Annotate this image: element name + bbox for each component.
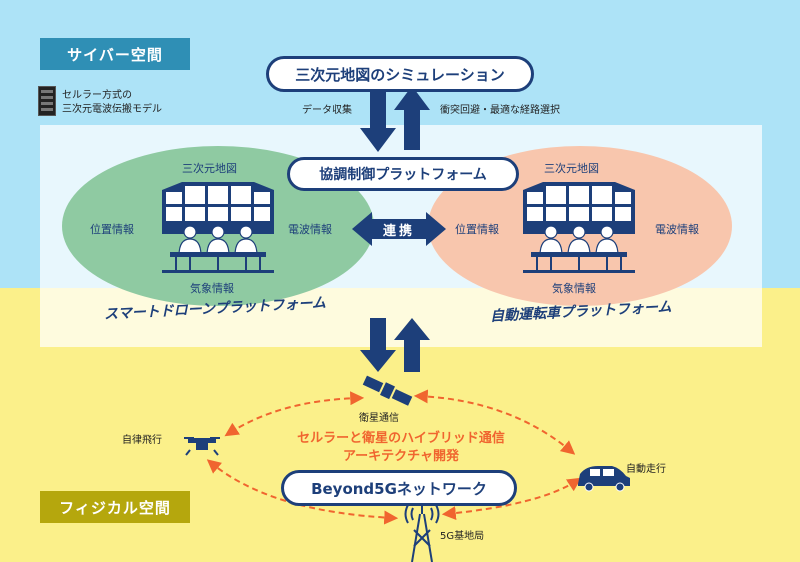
- drone-position-label: 位置情報: [90, 223, 134, 236]
- link-double-arrow-icon: [352, 212, 446, 246]
- simulation-pill: 三次元地図のシミュレーション: [266, 56, 534, 92]
- base-station-car-link: [441, 477, 582, 521]
- drone-icon: [184, 437, 220, 456]
- route-selection-label: 衝突回避・最適な経路選択: [440, 105, 560, 116]
- server-icon: [38, 86, 56, 116]
- base-station-label: 5G基地局: [440, 531, 485, 542]
- car-icon: [578, 466, 630, 492]
- physical-space-tag: フィジカル空間: [40, 491, 190, 523]
- drone-label: 自律飛行: [122, 435, 162, 446]
- satellite-icon: [362, 375, 413, 406]
- coordination-pill: 協調制御プラットフォーム: [287, 157, 519, 191]
- satellite-drone-link: [224, 391, 365, 437]
- drone-radio-label: 電波情報: [288, 223, 332, 236]
- car-weather-label: 気象情報: [552, 282, 596, 295]
- data-collection-arrow-icon: [360, 88, 396, 152]
- satellite-car-link: [413, 389, 576, 455]
- data-collection-label: データ収集: [302, 105, 352, 116]
- uplink-arrow-icon: [394, 318, 430, 372]
- link-label: 連携: [382, 223, 415, 239]
- downlink-arrow-icon: [360, 318, 396, 372]
- model-note-line-2: 三次元電波伝搬モデル: [62, 104, 162, 115]
- cyber-space-tag: サイバー空間: [40, 38, 190, 70]
- drone-weather-label: 気象情報: [190, 282, 234, 295]
- model-note-line-1: セルラー方式の: [62, 90, 132, 101]
- beyond5g-pill: Beyond5Gネットワーク: [281, 470, 517, 506]
- car-label: 自動走行: [626, 464, 666, 475]
- car-3d-map-label: 三次元地図: [544, 162, 599, 175]
- architecture-line-2: アーキテクチャ開発: [342, 449, 460, 464]
- route-selection-arrow-icon: [394, 86, 430, 150]
- car-position-label: 位置情報: [455, 223, 499, 236]
- car-radio-label: 電波情報: [655, 223, 699, 236]
- drone-3d-map-label: 三次元地図: [182, 162, 237, 175]
- satellite-label: 衛星通信: [359, 413, 399, 424]
- architecture-line-1: セルラーと衛星のハイブリッド通信: [297, 431, 505, 446]
- base-station-tower-icon: [404, 504, 440, 562]
